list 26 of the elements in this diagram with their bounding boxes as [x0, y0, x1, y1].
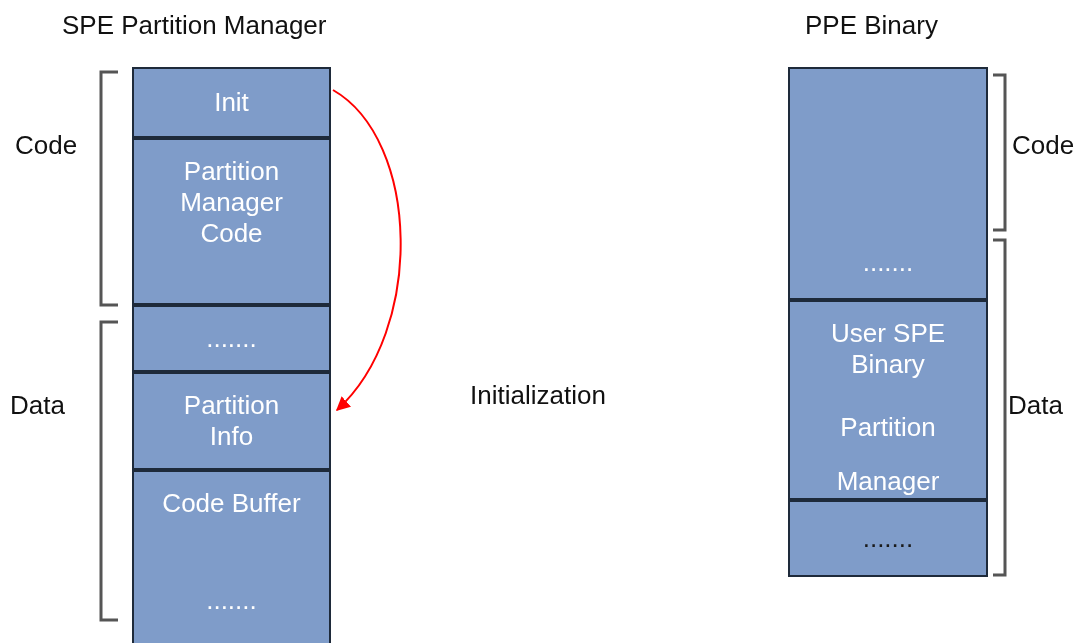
segment-label: .......	[206, 585, 257, 616]
segment-label: User SPE Binary	[829, 318, 947, 380]
column-title: PPE Binary	[805, 10, 938, 41]
memory-segment	[132, 67, 331, 138]
region-label: Data	[10, 390, 65, 421]
segment-label: .......	[862, 523, 914, 554]
memory-segment	[788, 67, 988, 300]
memory-segment	[132, 470, 331, 643]
segment-label: Partition Info	[182, 390, 281, 452]
segment-label: Partition Manager	[835, 411, 941, 498]
curved-arrow	[332, 89, 402, 412]
column-title: SPE Partition Manager	[62, 10, 327, 41]
region-label: Code	[15, 130, 78, 161]
region-label: Data	[1008, 390, 1063, 421]
memory-segment	[788, 300, 988, 500]
segment-label: Init	[214, 87, 249, 118]
segment-label: .......	[206, 323, 257, 354]
memory-segment	[788, 500, 988, 577]
segment-label: Code Buffer	[162, 488, 301, 519]
region-label: Code	[1012, 130, 1075, 161]
segment-label: Partition Manager Code	[179, 156, 284, 249]
segment-label: .......	[862, 247, 914, 278]
region-label: Initialization	[470, 380, 606, 411]
memory-segment	[132, 138, 331, 305]
memory-segment	[132, 372, 331, 470]
memory-segment	[132, 305, 331, 372]
